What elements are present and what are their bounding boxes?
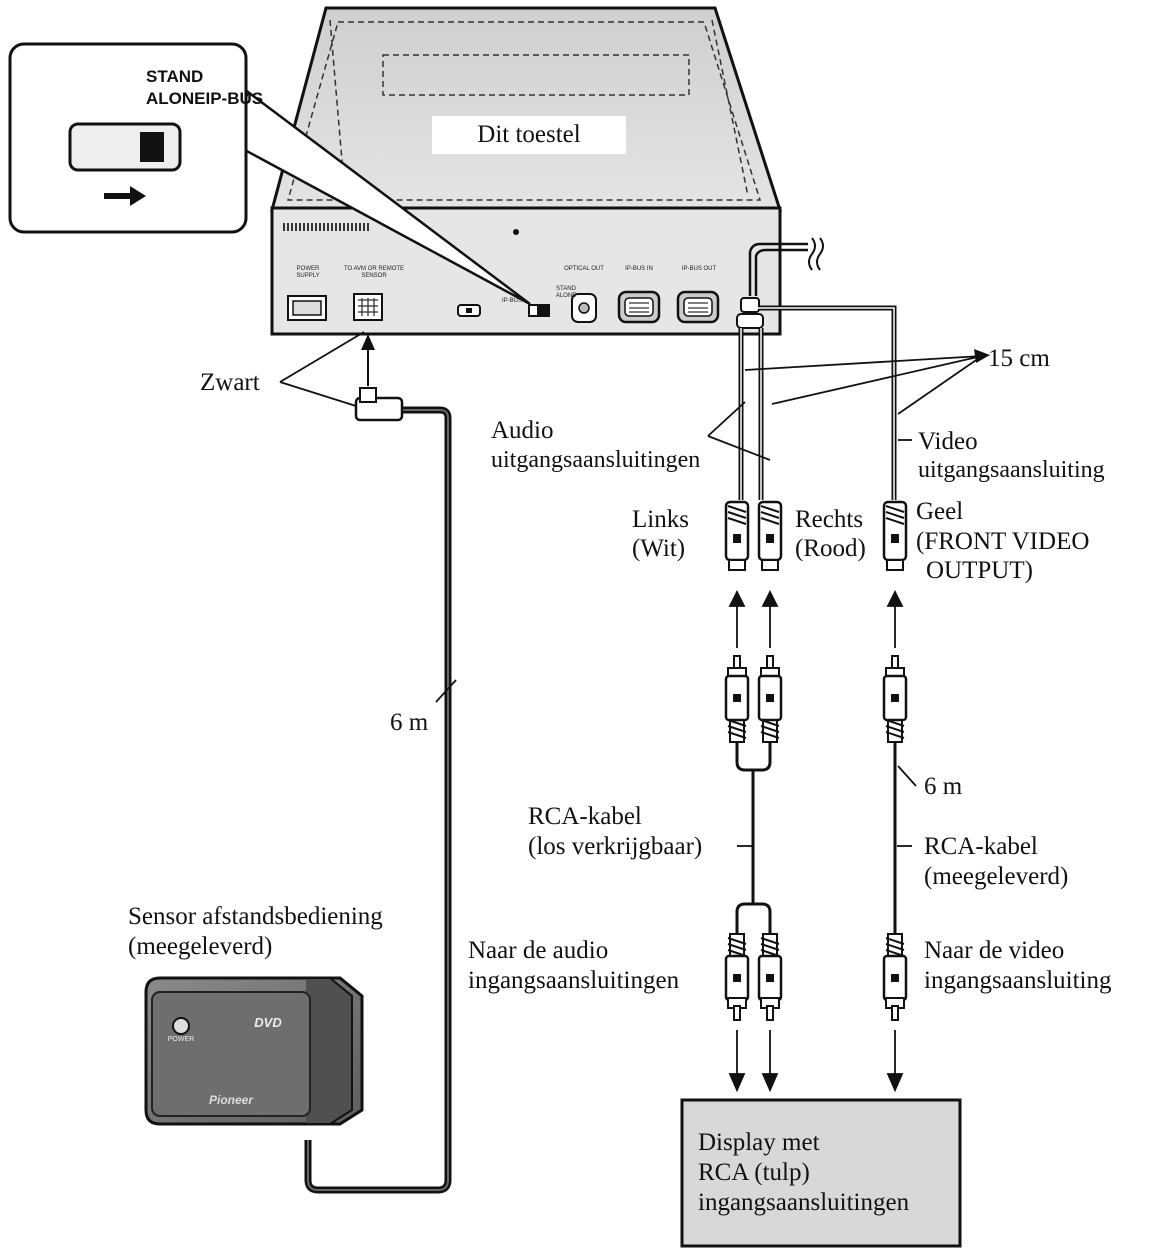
sensor-power-label: POWER (167, 1036, 195, 1043)
label-zwart: Zwart (200, 369, 260, 396)
display-line3: ingangsaansluitingen (698, 1189, 910, 1216)
switch-label-line2: ALONEIP-BUS (146, 89, 264, 108)
display-box (680, 1098, 962, 1248)
sensor-dvd-logo: DVD (254, 1015, 282, 1030)
sensor-cable (279, 331, 457, 1194)
rca-plug-video-top (882, 654, 908, 744)
label-rechts-1: Rechts (795, 506, 864, 533)
output-leads (707, 305, 990, 500)
label-video-in-2: ingangsaansluiting (924, 967, 1112, 994)
sensor-brand-logo: Pioneer (208, 1093, 253, 1107)
port-label-optical: OPTICAL OUT (564, 266, 604, 272)
label-audio-in-1: Naar de audio (468, 937, 609, 964)
video-jack (882, 500, 908, 572)
label-video-in-1: Naar de video (924, 937, 1065, 964)
label-geel-3: OUTPUT) (926, 557, 1033, 584)
connect-arrows-top (728, 589, 904, 648)
port-label-stand-alone: STAND ALONE (555, 286, 577, 299)
head-unit (270, 6, 824, 336)
port-label-power: POWER SUPPLY (296, 266, 320, 279)
port-label-ipbus-in: IP-BUS IN (625, 266, 653, 272)
unit-label: Dit toestel (432, 116, 626, 154)
label-video-2: uitgangsaansluiting (918, 457, 1105, 483)
label-audio-1: Audio (491, 417, 554, 444)
rca-plug-video-bottom (882, 932, 908, 1022)
label-rechts-2: (Rood) (795, 535, 866, 562)
connect-arrows-bottom (728, 1030, 904, 1093)
label-rca-right-2: (meegeleverd) (924, 863, 1069, 890)
label-links-2: (Wit) (632, 535, 686, 562)
display-line2: RCA (tulp) (698, 1159, 810, 1186)
display-line1: Display met (698, 1129, 820, 1156)
switch-label-line1: STAND (146, 67, 204, 86)
label-video-1: Video (918, 428, 978, 455)
label-6m-sensor: 6 m (390, 709, 429, 736)
switch-callout (8, 42, 531, 306)
remote-sensor-device (144, 976, 364, 1126)
label-rca-left-1: RCA-kabel (528, 803, 642, 830)
label-15cm: 15 cm (988, 345, 1050, 372)
rca-plug-left-bottom (724, 932, 750, 1022)
rca-plug-right-bottom (757, 932, 783, 1022)
port-label-avm: TO AVM OR REMOTE SENSOR (343, 266, 405, 279)
label-rca-left-2: (los verkrijgbaar) (528, 833, 703, 860)
label-audio-in-2: ingangsaansluitingen (468, 967, 680, 994)
audio-right-jack (757, 500, 783, 572)
label-sensor-1: Sensor afstandsbediening (128, 903, 383, 930)
port-label-ipbus-small: IP-BUS (501, 298, 522, 304)
rca-cables (735, 742, 917, 934)
label-geel-2: (FRONT VIDEO (916, 528, 1090, 555)
rca-plug-left-top (724, 654, 750, 744)
label-6m-video: 6 m (924, 773, 963, 800)
label-links-1: Links (632, 506, 689, 533)
label-rca-right-1: RCA-kabel (924, 833, 1038, 860)
rca-plug-right-top (757, 654, 783, 744)
port-label-ipbus-out: IP-BUS OUT (681, 266, 717, 272)
label-geel-1: Geel (916, 498, 964, 525)
label-sensor-2: (meegeleverd) (128, 933, 273, 960)
label-audio-2: uitgangsaansluitingen (491, 447, 701, 473)
audio-left-jack (724, 500, 750, 572)
